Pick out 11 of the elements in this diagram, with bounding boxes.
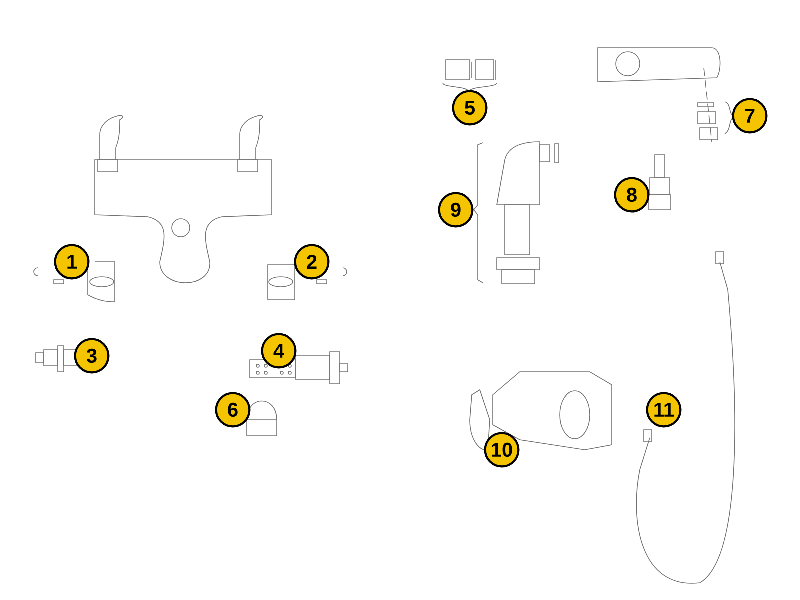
callout-number: 1 — [54, 244, 90, 280]
callout-number: 9 — [438, 192, 474, 228]
callout-number: 6 — [215, 392, 251, 428]
callout-number: 3 — [74, 338, 110, 374]
callout-number: 5 — [452, 90, 488, 126]
callout-number: 4 — [261, 333, 297, 369]
callout-number: 11 — [646, 392, 682, 428]
callout-number: 7 — [732, 98, 768, 134]
callout-number: 10 — [484, 432, 520, 468]
callout-number: 2 — [294, 244, 330, 280]
callout-number: 8 — [614, 177, 650, 213]
